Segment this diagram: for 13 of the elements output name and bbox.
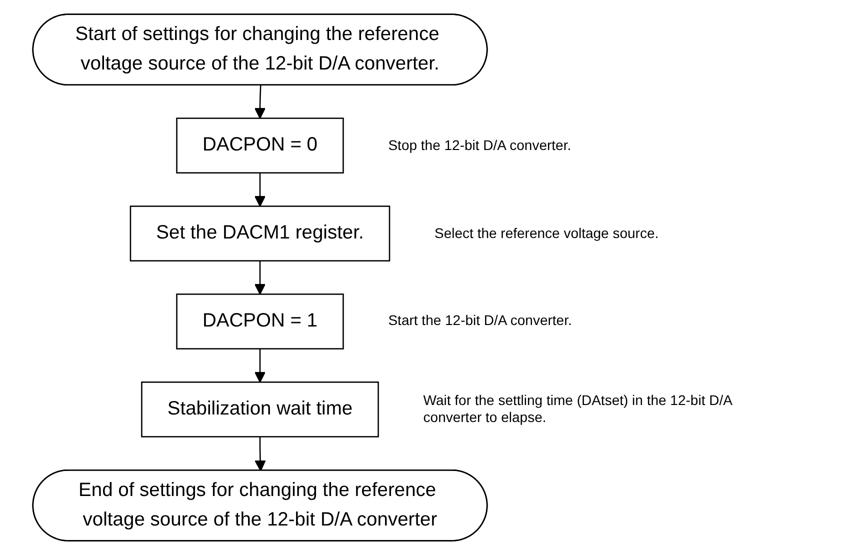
- step-note: Select the reference voltage source.: [434, 224, 660, 242]
- arrow: [254, 348, 266, 383]
- arrow: [254, 260, 266, 295]
- node-box: [130, 206, 390, 262]
- step-note: Start the 12-bit D/A converter.: [388, 312, 573, 330]
- step-note: Stop the 12-bit D/A converter.: [388, 136, 572, 154]
- arrow: [254, 436, 266, 472]
- node-box: [176, 294, 344, 350]
- node-box: [176, 118, 344, 174]
- node-box: [141, 382, 379, 438]
- step-note: Wait for the settling time (DAtset) in the 12-bit D/A converter to elapse.: [423, 392, 734, 427]
- arrow: [254, 86, 266, 119]
- arrow: [254, 172, 266, 207]
